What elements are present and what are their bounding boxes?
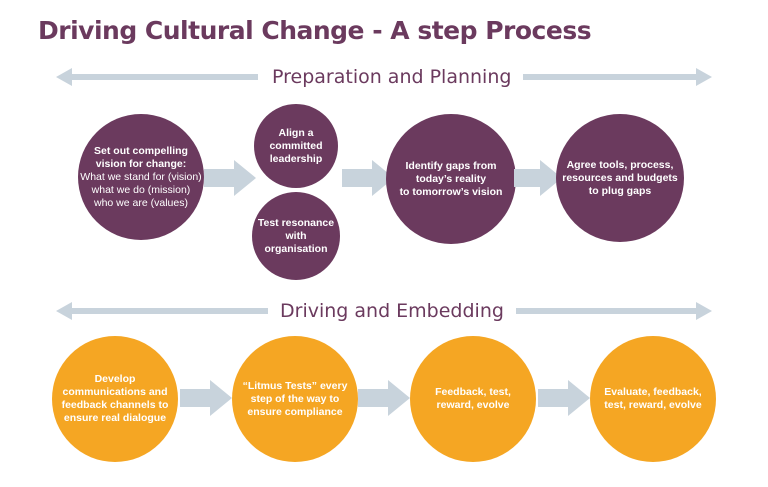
step-identify-gaps: Identify gaps from today’s reality to to…: [386, 114, 516, 244]
step-text-line: today’s reality: [415, 172, 487, 185]
step-text-line: committed: [269, 139, 323, 152]
flow-arrow: [180, 380, 232, 416]
step-text-line: Evaluate, feedback,: [604, 386, 702, 398]
step-text-line: organisation: [264, 242, 328, 255]
step-text-line: Set out compelling: [94, 144, 188, 157]
flow-arrow: [204, 160, 256, 196]
step-text-line: to plug gaps: [588, 184, 652, 197]
step-text-line: “Litmus Tests” every: [242, 379, 348, 392]
step-feedback-test: Feedback, test, reward, evolve: [410, 336, 536, 462]
step-text-line: Align a: [278, 126, 314, 139]
step-text-line: test, reward, evolve: [604, 399, 702, 411]
step-text-line: Test resonance: [257, 216, 335, 229]
phase-double-arrow: [56, 68, 712, 86]
step-text-line: resources and budgets: [562, 171, 678, 184]
step-text-line: to tomorrow’s vision: [399, 185, 503, 198]
step-text-line: ensure real dialogue: [63, 412, 167, 424]
step-text-line: with: [285, 229, 307, 242]
step-text-line: reward, evolve: [436, 399, 510, 411]
step-text-line: what we do (mission): [91, 183, 191, 196]
flow-arrow: [514, 160, 562, 196]
flow-arrow: [538, 380, 590, 416]
flow-arrow: [358, 380, 410, 416]
step-text-line: ensure compliance: [247, 405, 343, 418]
step-evaluate-feedback: Evaluate, feedback, test, reward, evolve: [590, 336, 716, 462]
step-litmus-tests: “Litmus Tests” every step of the way to …: [232, 336, 358, 462]
phase-driving-label: Driving and Embedding: [268, 294, 516, 328]
step-text-line: who we are (values): [94, 196, 188, 209]
phase-double-arrow: [56, 302, 712, 320]
step-text-line: Identify gaps from: [405, 159, 497, 172]
phase-preparation-header: Preparation and Planning: [0, 60, 768, 94]
step-text-line: Feedback, test,: [435, 386, 511, 398]
step-develop-communications: Develop communications and feedback chan…: [52, 336, 178, 462]
step-agree-tools: Agree tools, process, resources and budg…: [556, 114, 684, 242]
step-text-line: leadership: [269, 152, 323, 165]
step-text-line: step of the way to: [250, 392, 340, 405]
step-text-line: feedback channels to: [61, 399, 169, 411]
phase-driving-header: Driving and Embedding: [0, 294, 768, 328]
phase-preparation-label: Preparation and Planning: [260, 60, 524, 94]
flow-arrow: [342, 160, 394, 196]
page-title: Driving Cultural Change - A step Process: [38, 16, 592, 45]
step-test-resonance: Test resonance with organisation: [252, 192, 340, 280]
step-text-line: communications and: [62, 386, 168, 398]
step-text-line: vision for change:: [95, 157, 187, 170]
step-align-leadership: Align a committed leadership: [254, 104, 338, 188]
step-compelling-vision: Set out compelling vision for change: Wh…: [78, 114, 204, 240]
step-text-line: Agree tools, process,: [566, 158, 674, 171]
step-text-line: Develop: [94, 373, 136, 385]
step-text-line: What we stand for (vision): [80, 170, 202, 183]
